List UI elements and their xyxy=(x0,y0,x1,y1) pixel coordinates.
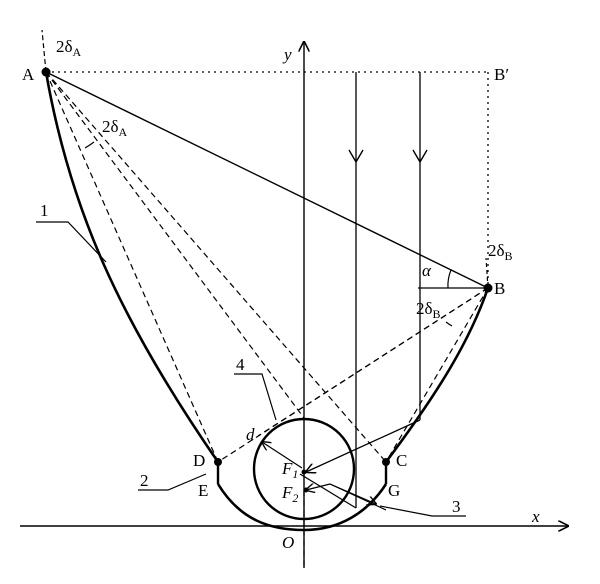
callout-4: 4 xyxy=(236,355,245,374)
incoming-ray-2-arrow xyxy=(412,149,428,164)
alpha-arc xyxy=(447,269,452,289)
ray-a-3 xyxy=(45,71,387,463)
ray-to-f2 xyxy=(306,484,331,490)
label-x-axis: x xyxy=(531,507,540,526)
mirror-right xyxy=(384,287,490,463)
point-d-marker xyxy=(214,458,222,466)
callout-4-leader xyxy=(234,373,277,421)
label-diameter-d: d xyxy=(246,425,255,444)
point-a-marker xyxy=(41,67,51,77)
ray-b-2 xyxy=(385,287,489,463)
label-point-d: D xyxy=(193,451,205,470)
reflected-ray-1 xyxy=(299,473,357,509)
label-2delta-a-top: 2δA xyxy=(56,37,82,59)
mirror-bottom xyxy=(216,483,388,532)
ray-b-3 xyxy=(217,287,489,463)
point-c-marker xyxy=(382,458,390,466)
ray-a-1 xyxy=(45,71,219,463)
reflected-ray-2 xyxy=(306,419,421,472)
line-a-b xyxy=(45,71,489,289)
angle-arc-a xyxy=(84,141,95,149)
focus-f2-point xyxy=(303,487,309,493)
label-point-b: B xyxy=(494,279,505,298)
incoming-ray-1-arrow xyxy=(348,149,364,164)
callout-3: 3 xyxy=(452,497,461,516)
label-point-e: E xyxy=(198,481,208,500)
label-2delta-a-mid: 2δA xyxy=(102,117,128,139)
absorber-circle xyxy=(252,417,356,521)
tangent-b xyxy=(485,257,489,289)
focus-f1-point xyxy=(301,469,307,475)
label-origin-o: O xyxy=(282,533,294,552)
callout-1-leader xyxy=(36,221,107,263)
label-alpha: α xyxy=(422,261,432,280)
callout-3-leader xyxy=(379,505,466,517)
mirror-1-left xyxy=(44,71,220,463)
label-point-g: G xyxy=(388,481,400,500)
diameter-arrow xyxy=(262,442,303,469)
label-2delta-b-mid: 2δB xyxy=(416,299,441,321)
label-point-bprime: B′ xyxy=(494,65,509,84)
ray-a-2 xyxy=(45,71,305,419)
label-f2: F2 xyxy=(281,483,298,505)
point-b-marker xyxy=(483,283,493,293)
angle-arc-b xyxy=(445,321,453,327)
callout-2-leader xyxy=(138,473,207,491)
label-y-axis: y xyxy=(282,45,292,64)
label-f1: F1 xyxy=(281,459,298,481)
label-point-a: A xyxy=(22,65,35,84)
label-2delta-b-top: 2δB xyxy=(488,241,513,263)
reflected-ray-3b xyxy=(329,483,376,504)
callout-1: 1 xyxy=(40,201,49,220)
tangent-a xyxy=(41,29,47,73)
callout-2: 2 xyxy=(140,471,149,490)
label-point-c: C xyxy=(396,451,407,470)
